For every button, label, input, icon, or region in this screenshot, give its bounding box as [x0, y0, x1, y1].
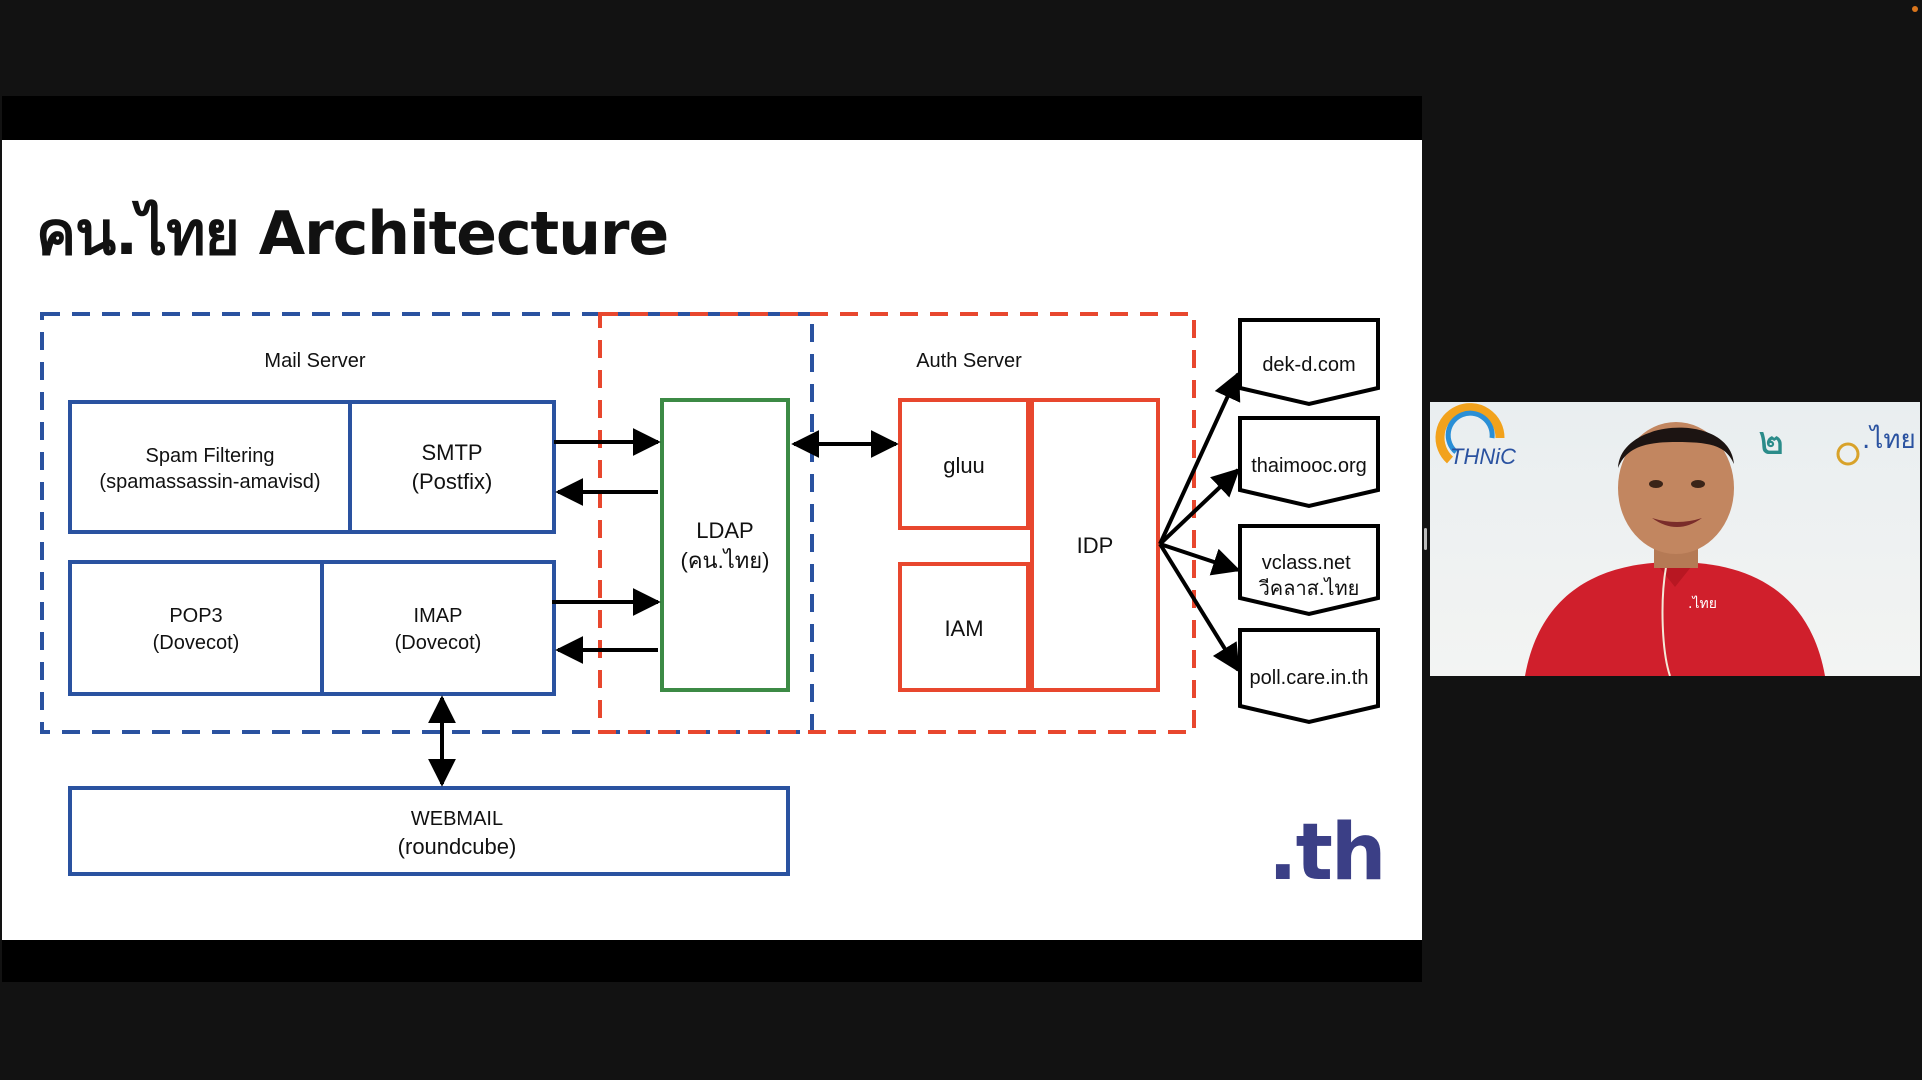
pop3-sub: (Dovecot)	[153, 632, 240, 654]
presentation-slide: คน.ไทย Architecture Mail Server Auth Ser…	[2, 140, 1422, 940]
webmail-label: WEBMAIL	[411, 808, 503, 830]
ldap-label: LDAP	[696, 518, 753, 543]
site-thaimooc-label: thaimooc.org	[1251, 455, 1367, 477]
recording-indicator-icon	[1912, 6, 1918, 12]
arrow-idp-thaimooc	[1158, 468, 1241, 546]
speaker-shirt	[1525, 562, 1825, 676]
speaker-video-tile[interactable]: THNiC ๒ .ไทย .ไทย	[1430, 402, 1920, 676]
imap-box	[320, 560, 556, 696]
spam-filtering-label: Spam Filtering	[146, 445, 275, 467]
speaker-mouth	[1652, 518, 1702, 527]
spam-filtering-sub: (spamassassin-amavisd)	[99, 471, 320, 493]
thnic-logo-text: THNiC	[1450, 444, 1516, 469]
arrow-idp-dek-d	[1158, 371, 1241, 545]
speaker-hair	[1618, 427, 1734, 468]
gluu-label: gluu	[943, 453, 985, 478]
earphone-cable	[1661, 566, 1671, 676]
speaker-video-image: THNiC ๒ .ไทย .ไทย	[1435, 403, 1916, 676]
smtp-label: SMTP	[421, 440, 482, 465]
brand-ring-icon	[1836, 442, 1860, 466]
slide-title: คน.ไทย Architecture	[36, 199, 669, 269]
iam-label: IAM	[944, 616, 983, 641]
idp-label: IDP	[1077, 533, 1114, 558]
ldap-box	[660, 398, 790, 692]
mail-server-label: Mail Server	[264, 350, 365, 372]
pop3-box	[68, 560, 324, 696]
letterbox-top	[2, 96, 1422, 140]
auth-server-label: Auth Server	[916, 350, 1022, 372]
smtp-box	[348, 400, 556, 534]
site-dek-d-label: dek-d.com	[1262, 354, 1355, 376]
site-vclass-shape	[1238, 524, 1380, 617]
letterbox-bottom	[2, 940, 1422, 982]
th-logo: .th	[1268, 808, 1386, 898]
ldap-sub: (คน.ไทย)	[681, 548, 770, 573]
site-poll-label: poll.care.in.th	[1250, 667, 1369, 689]
site-vclass-line2: วีคลาส.ไทย	[1259, 577, 1360, 600]
speaker-face	[1618, 422, 1734, 554]
pop3-label: POP3	[169, 605, 222, 627]
video-tile-resize-handle[interactable]	[1424, 528, 1427, 550]
th-numeral-logo: ๒	[1758, 418, 1784, 464]
arrow-idp-poll	[1158, 542, 1240, 673]
site-poll-shape	[1238, 628, 1380, 725]
architecture-diagram: Mail Server Auth Server Spam Filtering (…	[40, 312, 1380, 876]
imap-sub: (Dovecot)	[395, 632, 482, 654]
mail-server-group	[40, 312, 814, 734]
imap-label: IMAP	[414, 605, 463, 627]
spam-filtering-box	[68, 400, 352, 534]
site-vclass-label: vclass.net วีคลาส.ไทย	[1259, 552, 1360, 600]
smtp-sub: (Postfix)	[412, 469, 493, 494]
thai-domain-logo-text: .ไทย	[1862, 424, 1916, 455]
auth-server-group	[598, 312, 1196, 734]
arrow-idp-vclass	[1159, 542, 1241, 576]
iam-box	[898, 562, 1030, 692]
idp-box	[1030, 398, 1160, 692]
gluu-box	[898, 398, 1030, 530]
webmail-box	[68, 786, 790, 876]
webmail-sub: (roundcube)	[398, 834, 517, 859]
shirt-logo-text: .ไทย	[1688, 595, 1717, 612]
site-vclass-line1: vclass.net	[1262, 552, 1351, 574]
thnic-swirl-icon	[1435, 403, 1505, 464]
